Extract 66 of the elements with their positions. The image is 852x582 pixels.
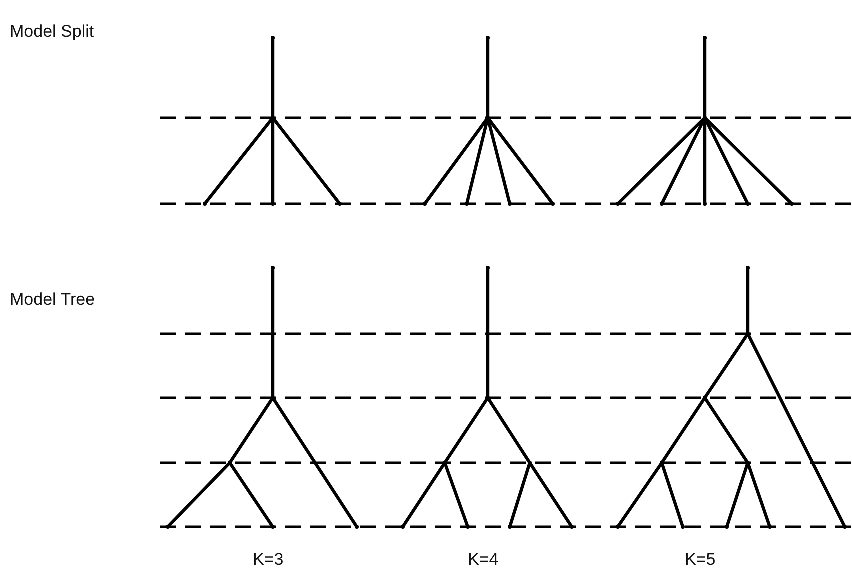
tree-branch [725,462,750,528]
tree-branch [271,268,275,398]
tree-branch [444,397,490,464]
tree-branch [704,116,794,206]
tree-branch [660,397,706,464]
branch-point [508,202,512,206]
branch-point [355,525,359,529]
group-heading: Model Split [10,22,94,42]
tree-branch [228,397,274,464]
tree-branch [508,462,532,528]
tree-branch [616,462,664,528]
tree-branch [486,268,490,398]
branch-point [203,202,207,206]
branch-point [616,525,620,529]
tree-branch [444,462,470,528]
tree-branch [528,462,574,528]
tree-branch [271,38,275,118]
tree-branch [272,397,358,528]
k-value-label: K=5 [685,550,716,570]
k-value-label: K=4 [468,550,499,570]
tree-branch [746,268,750,334]
branch-point [466,525,470,529]
branch-point [570,525,574,529]
branch-point [703,396,707,400]
tree-branch [166,462,232,528]
branch-point [528,461,532,465]
k-value-label: K=3 [253,550,284,570]
branch-point [616,202,620,206]
branch-point [228,461,232,465]
tree-branch [228,462,274,528]
branch-point [790,202,794,206]
tree-branch [660,462,685,528]
tree-branch [703,38,707,118]
branch-point [271,266,275,270]
branch-point [271,525,275,529]
tree-branch [486,38,490,118]
branch-point [166,525,170,529]
branch-point [401,525,405,529]
tree-branch [746,462,772,528]
tree-branch [204,117,274,205]
branch-point [338,202,342,206]
tree-branch [746,333,846,528]
tree-branch [704,397,750,464]
tree-branch [402,462,446,528]
tree-branch [271,118,275,204]
branch-point [271,202,275,206]
branch-point [746,266,750,270]
branch-point [746,202,750,206]
branch-point [423,202,427,206]
tree-branch [272,117,342,205]
tree-branch [704,333,750,399]
branch-point [843,525,847,529]
branch-point [703,36,707,40]
branch-point [768,525,772,529]
branch-point [681,525,685,529]
branch-point [271,36,275,40]
branch-point [508,525,512,529]
branch-point [486,36,490,40]
branch-point [486,266,490,270]
branch-point [703,202,707,206]
branch-point [551,202,555,206]
branch-point [660,202,664,206]
group-heading: Model Tree [10,290,96,310]
branch-point [465,202,469,206]
tree-branch [486,397,532,464]
branch-point [725,525,729,529]
